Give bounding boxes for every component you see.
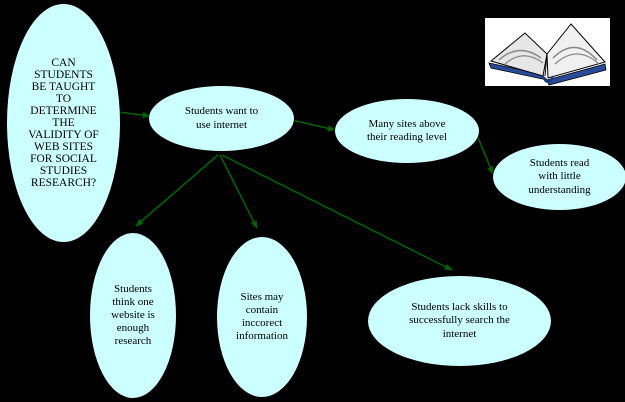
node-sites-above-reading-level-text: Many sites above their reading level bbox=[366, 117, 448, 143]
node-research-question: CAN STUDENTS BE TAUGHT TO DETERMINE THE … bbox=[6, 3, 121, 243]
node-incorrect-information: Sites may contain inccorect information bbox=[216, 236, 308, 398]
arrow-question-to-want bbox=[117, 111, 151, 119]
open-book-icon bbox=[485, 18, 610, 86]
node-incorrect-information-text: Sites may contain inccorect information bbox=[236, 290, 288, 343]
arrow-want-to-lack-skills bbox=[221, 154, 453, 271]
node-lack-search-skills: Students lack skills to successfully sea… bbox=[367, 275, 552, 367]
node-sites-above-reading-level: Many sites above their reading level bbox=[334, 98, 480, 164]
node-one-website-enough: Students think one website is enough res… bbox=[89, 232, 177, 399]
node-students-want-internet: Students want to use internet bbox=[148, 85, 295, 152]
arrow-want-to-sites bbox=[291, 119, 336, 132]
arrow-want-to-incorrect bbox=[219, 154, 258, 229]
node-read-little-understanding-text: Students read with little understanding bbox=[528, 157, 591, 196]
node-research-question-text: CAN STUDENTS BE TAUGHT TO DETERMINE THE … bbox=[28, 56, 99, 190]
node-one-website-enough-text: Students think one website is enough res… bbox=[111, 282, 155, 348]
node-students-want-internet-text: Students want to use internet bbox=[184, 105, 259, 131]
node-lack-search-skills-text: Students lack skills to successfully sea… bbox=[409, 301, 510, 340]
arrow-want-to-one-website bbox=[135, 154, 219, 227]
node-read-little-understanding: Students read with little understanding bbox=[492, 143, 625, 211]
